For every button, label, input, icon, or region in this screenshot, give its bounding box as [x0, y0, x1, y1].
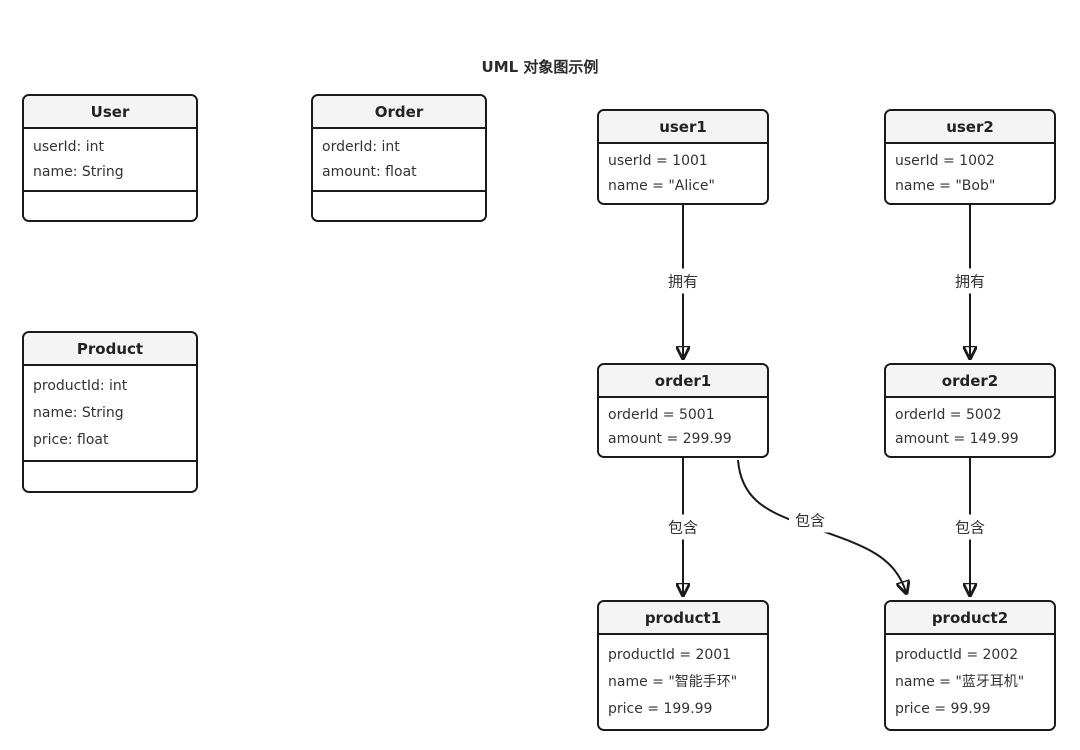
- attribute-row: name: String: [33, 164, 124, 180]
- attributes-compartment: orderId = 5001 amount = 299.99: [599, 398, 767, 456]
- diagram-title: UML 对象图示例: [481, 58, 599, 76]
- object-box-product1: product1 productId = 2001 name = "智能手环" …: [597, 600, 769, 731]
- attributes-compartment: orderId: int amount: float: [313, 129, 485, 190]
- class-box-order: Order orderId: int amount: float: [311, 94, 487, 222]
- object-box-user1: user1 userId = 1001 name = "Alice": [597, 109, 769, 205]
- attribute-row: userId = 1002: [895, 153, 995, 170]
- attribute-row: name = "Bob": [895, 177, 996, 194]
- attributes-compartment: productId: int name: String price: float: [24, 366, 196, 460]
- object-box-product2: product2 productId = 2002 name = "蓝牙耳机" …: [884, 600, 1056, 731]
- object-box-user2: user2 userId = 1002 name = "Bob": [884, 109, 1056, 205]
- box-title: user1: [599, 111, 767, 144]
- box-title: product2: [886, 602, 1054, 635]
- box-title: User: [24, 96, 196, 129]
- edge-label-order2-product2: 包含: [948, 514, 992, 540]
- attribute-row: price = 99.99: [895, 701, 991, 717]
- attributes-compartment: productId = 2002 name = "蓝牙耳机" price = 9…: [886, 635, 1054, 729]
- edge-label-order1-product1: 包含: [661, 514, 705, 540]
- edge-label-user2-order2: 拥有: [948, 268, 992, 294]
- attribute-row: name = "蓝牙耳机": [895, 674, 1025, 690]
- attribute-row: price = 199.99: [608, 701, 713, 717]
- attribute-row: name = "智能手环": [608, 674, 738, 690]
- attributes-compartment: userId = 1001 name = "Alice": [599, 144, 767, 203]
- methods-compartment: [313, 190, 485, 220]
- box-title: order1: [599, 365, 767, 398]
- attributes-compartment: orderId = 5002 amount = 149.99: [886, 398, 1054, 456]
- methods-compartment: [24, 460, 196, 491]
- class-box-product: Product productId: int name: String pric…: [22, 331, 198, 493]
- attribute-row: price: float: [33, 432, 109, 448]
- attribute-row: name: String: [33, 405, 124, 421]
- box-title: Order: [313, 96, 485, 129]
- attribute-row: orderId = 5002: [895, 407, 1002, 423]
- attribute-row: productId = 2001: [608, 647, 732, 663]
- attribute-row: amount: float: [322, 164, 417, 180]
- object-box-order2: order2 orderId = 5002 amount = 149.99: [884, 363, 1056, 458]
- object-box-order1: order1 orderId = 5001 amount = 299.99: [597, 363, 769, 458]
- class-box-user: User userId: int name: String: [22, 94, 198, 222]
- attributes-compartment: userId: int name: String: [24, 129, 196, 190]
- attributes-compartment: userId = 1002 name = "Bob": [886, 144, 1054, 203]
- attribute-row: productId = 2002: [895, 647, 1019, 663]
- edge-label-order1-product2: 包含: [788, 507, 832, 533]
- attributes-compartment: productId = 2001 name = "智能手环" price = 1…: [599, 635, 767, 729]
- box-title: user2: [886, 111, 1054, 144]
- attribute-row: orderId: int: [322, 139, 400, 155]
- attribute-row: orderId = 5001: [608, 407, 715, 423]
- attribute-row: name = "Alice": [608, 177, 715, 194]
- attribute-row: productId: int: [33, 378, 128, 394]
- attribute-row: userId = 1001: [608, 153, 708, 170]
- methods-compartment: [24, 190, 196, 220]
- attribute-row: userId: int: [33, 139, 104, 155]
- attribute-row: amount = 299.99: [608, 431, 732, 447]
- edge-label-user1-order1: 拥有: [661, 268, 705, 294]
- box-title: order2: [886, 365, 1054, 398]
- box-title: Product: [24, 333, 196, 366]
- box-title: product1: [599, 602, 767, 635]
- attribute-row: amount = 149.99: [895, 431, 1019, 447]
